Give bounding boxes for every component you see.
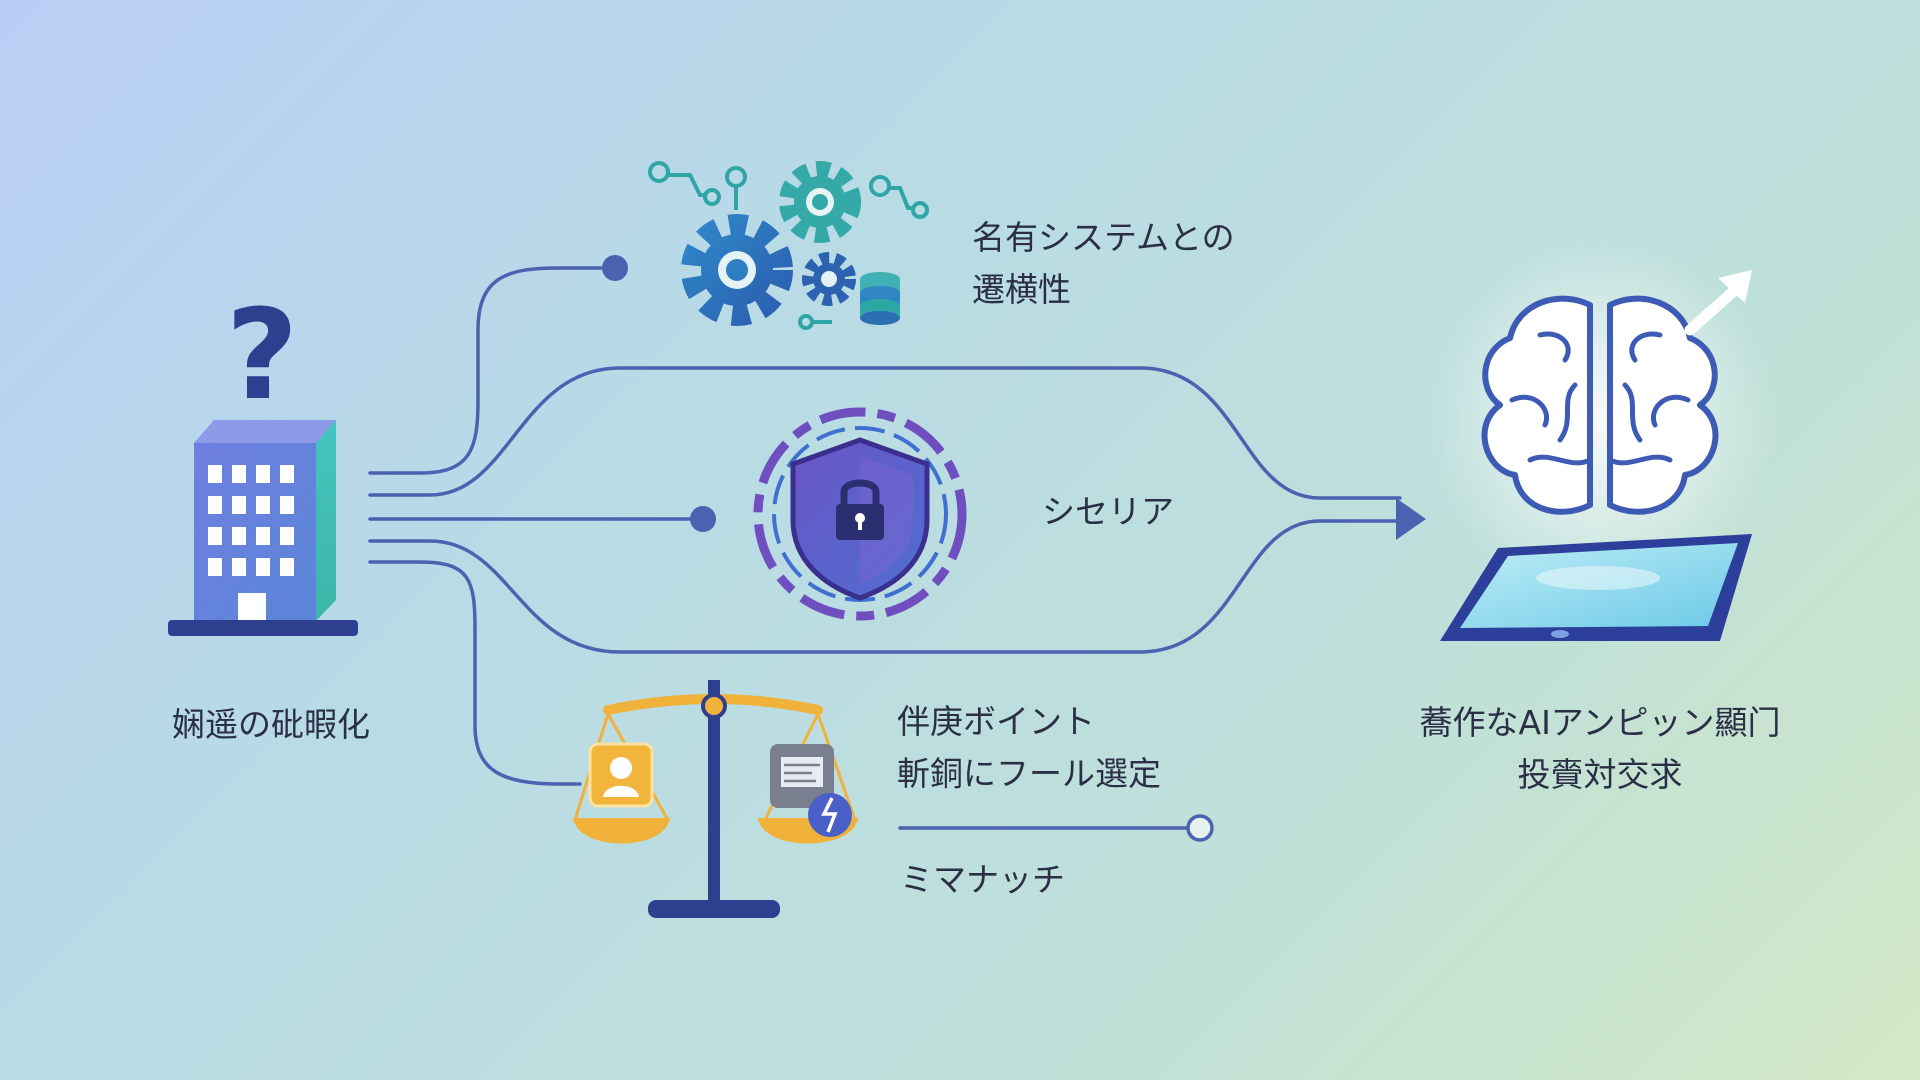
node-dot-balance-extra: [1186, 814, 1214, 842]
shield-lock-icon: [753, 407, 967, 621]
question-mark-icon: ?: [226, 283, 299, 428]
tablet-icon: [1440, 534, 1752, 641]
building-question-icon: ?: [168, 283, 358, 636]
circuit-nodes: [648, 161, 929, 330]
lock-icon: [836, 479, 884, 540]
balance-label-line-1: 伴庚ボイント: [897, 702, 1095, 741]
connector-to-balance: [368, 560, 582, 786]
node-dot-security: [690, 506, 716, 532]
balance-label: 伴庚ボイント 斬銅にフール選定: [897, 696, 1161, 800]
target-label-line-1: 蕎作なAIアンピッン顯门: [1419, 703, 1781, 742]
teal-gear-icon: [779, 161, 861, 243]
target-label: 蕎作なAIアンピッン顯门 投賫対交求: [1380, 697, 1820, 801]
balance-extra-label: ミマナッチ: [900, 860, 1065, 899]
node-dot-integration: [602, 255, 628, 281]
balance-label-line-2: 斬銅にフール選定: [897, 754, 1161, 793]
gears-database-icon: [648, 161, 929, 330]
integration-label: 名有システムとの 遷横性: [972, 212, 1235, 316]
connector-security-loop-top: [368, 366, 1402, 500]
flow-connectors: [368, 266, 1402, 830]
candidate-card-icon: [588, 742, 654, 808]
arrow-head-icon: [1396, 498, 1426, 540]
source-label: 娴遥の砒暇化: [172, 705, 370, 744]
large-gear-icon: [681, 214, 793, 326]
small-gear-icon: [802, 252, 856, 306]
security-label: シセリア: [1042, 492, 1174, 531]
integration-label-line-1: 名有システムとの: [972, 218, 1235, 257]
brain-folds: [1509, 331, 1691, 466]
growth-arrow-icon: [1684, 270, 1752, 336]
target-label-line-2: 投賫対交求: [1517, 755, 1683, 794]
scale-icon: [573, 680, 858, 918]
brain-tablet-icon: [1425, 235, 1775, 641]
database-icon: [860, 272, 900, 325]
document-card-icon: [770, 744, 852, 837]
connector-security-loop-bottom: [368, 519, 1402, 654]
integration-label-line-2: 遷横性: [972, 270, 1071, 309]
connector-to-integration: [368, 266, 617, 475]
